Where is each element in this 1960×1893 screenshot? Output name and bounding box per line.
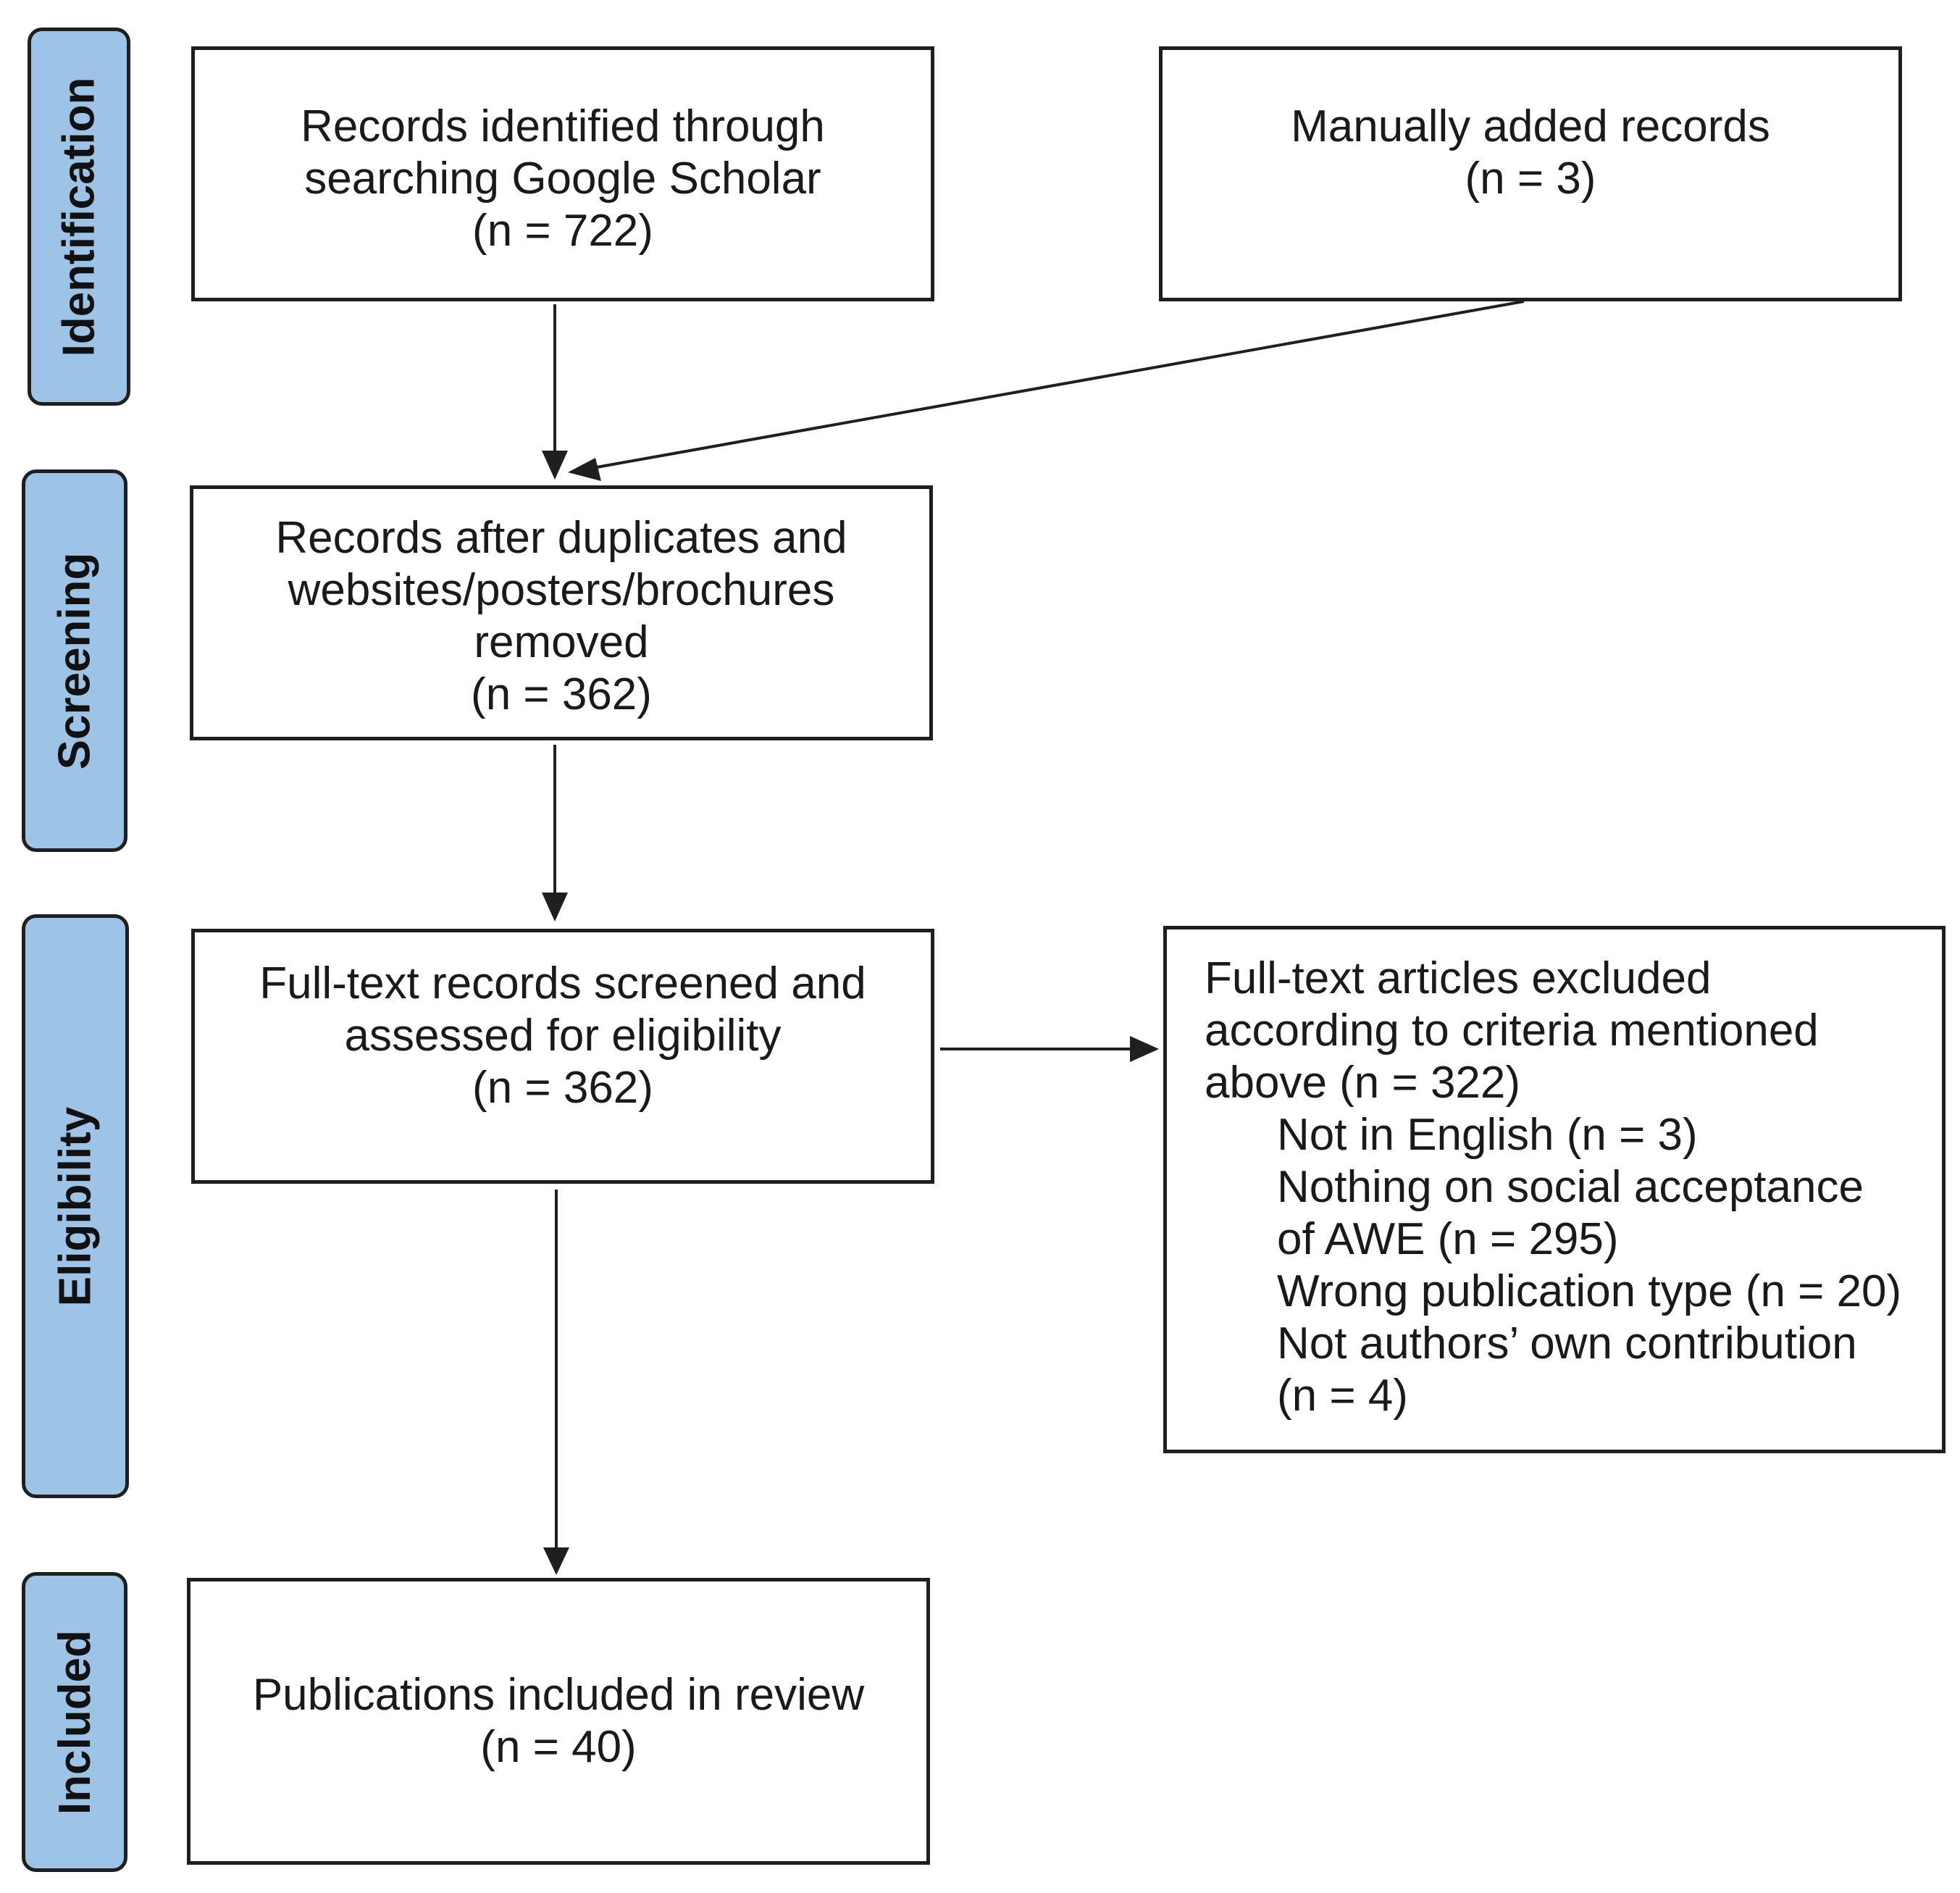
manually-added-count: (n = 3) [1465, 154, 1596, 204]
full-text-screened-count: (n = 362) [472, 1063, 653, 1113]
after-duplicates-box: Records after duplicates and websites/po… [190, 485, 933, 740]
manually-added-box: Manually added records (n = 3) [1159, 46, 1902, 301]
excluded-reason-wrong-type: Wrong publication type (n = 20) [1277, 1266, 1902, 1316]
stage-identification: Identification [28, 28, 130, 406]
arrowhead-manual [568, 458, 601, 481]
included-in-review-box: Publications included in review (n = 40) [187, 1578, 930, 1865]
arrowhead-excluded [1130, 1036, 1159, 1062]
full-text-screened-line-2: assessed for eligibility [344, 1011, 782, 1061]
excluded-reason-not-english: Not in English (n = 3) [1277, 1110, 1698, 1160]
after-duplicates-line-1: Records after duplicates and [275, 513, 847, 563]
arrowhead-identified [542, 451, 568, 480]
stage-included: Included [22, 1572, 127, 1872]
excluded-reason-nothing-social-1: Nothing on social acceptance [1277, 1162, 1864, 1212]
excluded-line-2: according to criteria mentioned [1205, 1006, 1819, 1056]
excluded-line-1: Full-text articles excluded [1205, 953, 1712, 1003]
arrow-manual-to-screening [592, 300, 1525, 469]
excluded-reason-nothing-social-2: of AWE (n = 295) [1277, 1214, 1619, 1264]
records-identified-count: (n = 722) [472, 206, 653, 256]
excluded-reason-not-own-1: Not authors’ own contribution [1277, 1319, 1857, 1368]
records-identified-line-1: Records identified through [301, 101, 825, 151]
arrowhead-screening [542, 893, 568, 922]
manually-added-line-1: Manually added records [1291, 101, 1770, 151]
stage-screening: Screening [22, 469, 127, 852]
after-duplicates-count: (n = 362) [471, 669, 652, 719]
stage-eligibility: Eligibility [22, 914, 129, 1498]
records-identified-line-2: searching Google Scholar [304, 154, 821, 204]
full-text-screened-box: Full-text records screened and assessed … [191, 929, 934, 1184]
records-identified-box: Records identified through searching Goo… [191, 46, 934, 301]
excluded-articles-box: Full-text articles excluded according to… [1163, 926, 1946, 1453]
excluded-reason-not-own-2: (n = 4) [1277, 1371, 1408, 1421]
included-line-1: Publications included in review [252, 1670, 865, 1720]
after-duplicates-line-3: removed [474, 617, 649, 667]
full-text-screened-line-1: Full-text records screened and [259, 958, 866, 1008]
arrowhead-included [543, 1547, 569, 1575]
included-count: (n = 40) [480, 1722, 637, 1772]
after-duplicates-line-2: websites/posters/brochures [288, 565, 835, 615]
excluded-line-3: above (n = 322) [1205, 1058, 1521, 1108]
